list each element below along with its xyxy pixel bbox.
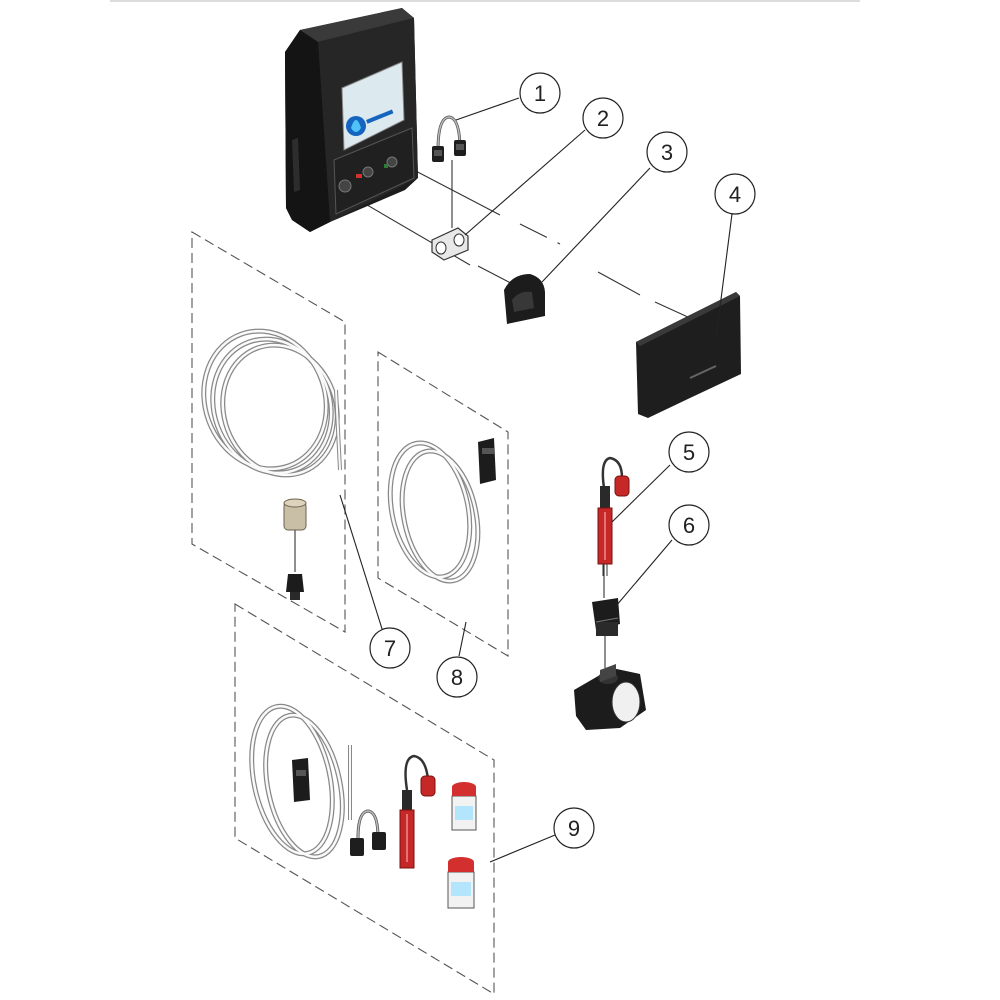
callout-1-label: 1 xyxy=(534,81,546,106)
mounting-clip xyxy=(431,227,469,261)
cable-connector xyxy=(432,115,466,162)
callout-2-label: 2 xyxy=(597,106,609,131)
foot-valve xyxy=(286,574,304,592)
controller-unit xyxy=(285,8,418,232)
injection-kit-group xyxy=(377,351,509,657)
callout-9-label: 9 xyxy=(568,816,580,841)
callout-9: 9 xyxy=(553,807,595,849)
buffer-bottle-1 xyxy=(451,782,477,831)
callout-1: 1 xyxy=(519,72,561,114)
pipe-saddle-clamp xyxy=(574,664,646,730)
leader-lines xyxy=(339,97,733,863)
assembly-guide-lines xyxy=(294,160,691,668)
callout-6: 6 xyxy=(668,504,710,546)
buffer-bottle-2 xyxy=(447,857,475,909)
callout-4-label: 4 xyxy=(729,182,741,207)
callout-2: 2 xyxy=(582,97,624,139)
front-cover-panel xyxy=(636,292,741,418)
callout-8: 8 xyxy=(436,656,478,698)
callout-4: 4 xyxy=(714,173,756,215)
injection-valve xyxy=(478,438,496,484)
callout-6-label: 6 xyxy=(683,513,695,538)
ph-probe xyxy=(597,456,630,576)
callout-3: 3 xyxy=(646,131,688,173)
tube-kit-group xyxy=(191,231,346,633)
callout-7-label: 7 xyxy=(384,636,396,661)
callout-5: 5 xyxy=(668,431,710,473)
callout-5-label: 5 xyxy=(683,440,695,465)
small-cover xyxy=(504,274,545,324)
callout-3-label: 3 xyxy=(661,140,673,165)
callout-7: 7 xyxy=(369,627,411,669)
callout-8-label: 8 xyxy=(451,665,463,690)
probe-fitting xyxy=(592,598,620,636)
maintenance-kit-group xyxy=(234,603,495,995)
